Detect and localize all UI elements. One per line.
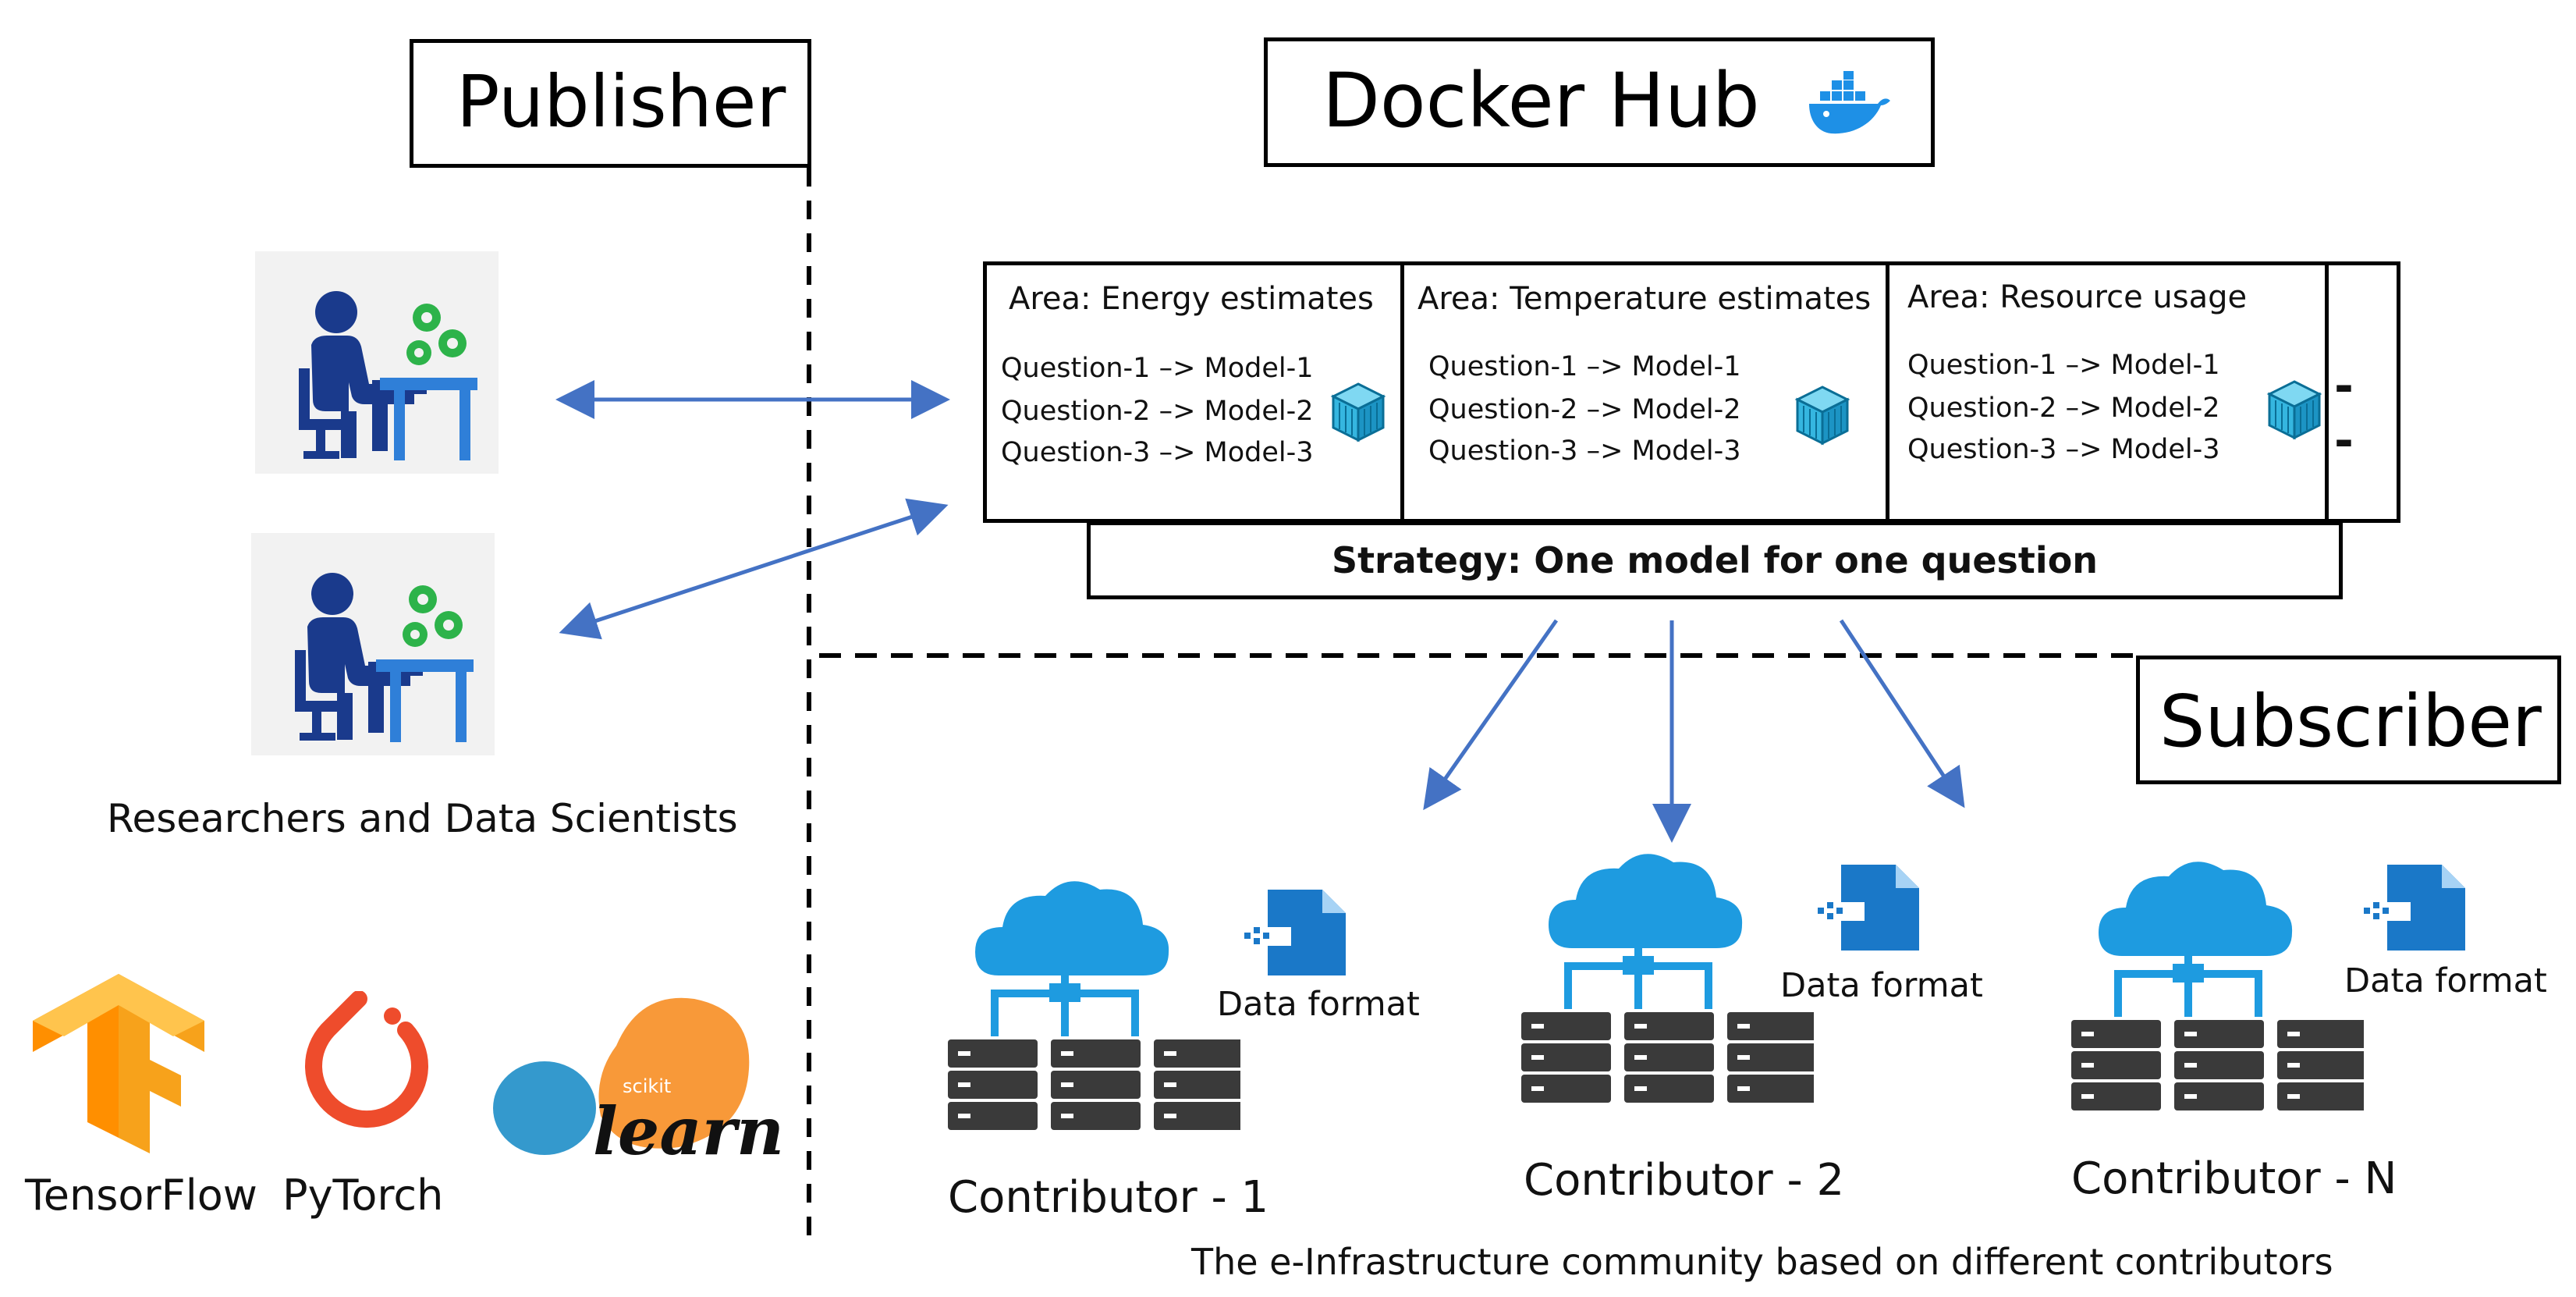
area-divider [1400, 265, 1404, 519]
person-at-desk-icon [295, 573, 474, 742]
publisher-title: Publisher [456, 60, 786, 144]
area-divider [2325, 265, 2329, 519]
researcher-icon [251, 533, 495, 755]
pytorch-logo-icon [305, 991, 428, 1128]
question-model-line: Question-2 –> Model-2 [1907, 393, 2220, 424]
arrow-researcher2-hub [559, 498, 949, 640]
container-cube-icon [1794, 386, 1850, 446]
area-title: Area: Energy estimates [1009, 281, 1374, 317]
docker-whale-icon [1809, 71, 1890, 134]
tensorflow-logo-icon [33, 974, 204, 1153]
subscriber-title: Subscriber [2159, 680, 2542, 763]
question-model-line: Question-1 –> Model-1 [1428, 351, 1741, 382]
area-title: Area: Temperature estimates [1418, 281, 1872, 317]
person-at-desk-icon [299, 291, 477, 460]
subscriber-title-box: Subscriber [2136, 656, 2561, 784]
contributor-name: Contributor - 1 [948, 1172, 1269, 1223]
arrow-hub-contributor1 [1423, 619, 1559, 811]
cloud-server-network-icon [948, 881, 1240, 1130]
pytorch-label: PyTorch [282, 1171, 444, 1220]
question-model-line: Question-2 –> Model-2 [1001, 396, 1314, 427]
question-model-line: Question-2 –> Model-2 [1428, 394, 1741, 425]
strategy-bar: Strategy: One model for one question [1087, 521, 2343, 599]
researcher-icon [255, 251, 499, 474]
data-file-icon [1818, 865, 1919, 951]
data-format-label: Data format [1780, 966, 1983, 1005]
cloud-server-network-icon [1521, 854, 1814, 1103]
sklearn-logo-icon [493, 997, 750, 1155]
question-model-line: Question-3 –> Model-3 [1907, 434, 2220, 465]
publisher-title-box: Publisher [410, 39, 811, 168]
question-model-line: Question-1 –> Model-1 [1001, 353, 1314, 384]
data-file-icon [2364, 865, 2465, 951]
tensorflow-label: TensorFlow [25, 1171, 257, 1220]
contributor-cluster-2 [1517, 839, 1814, 1135]
container-cube-icon [2266, 380, 2322, 440]
hub-repository-table: Area: Energy estimates Question-1 –> Mod… [983, 261, 2400, 523]
question-model-line: Question-3 –> Model-3 [1428, 435, 1741, 467]
sklearn-learn-text: learn [593, 1093, 785, 1170]
contributor-name: Contributor - N [2071, 1153, 2397, 1204]
contributor-name: Contributor - 2 [1524, 1155, 1845, 1206]
area-title: Area: Resource usage [1907, 279, 2248, 315]
researchers-label: Researchers and Data Scientists [107, 796, 738, 841]
area-divider [1886, 265, 1889, 519]
container-cube-icon [1330, 382, 1386, 442]
data-format-label: Data format [2344, 961, 2547, 1000]
contributor-cluster-1 [944, 866, 1240, 1163]
arrow-hub-contributorN [1839, 619, 1965, 808]
more-areas-indicator: - - [2334, 359, 2357, 468]
data-format-label: Data format [1217, 985, 1420, 1024]
cloud-server-network-icon [2071, 862, 2364, 1110]
docker-hub-title: Docker Hub [1322, 57, 1760, 144]
data-file-icon [1244, 890, 1346, 975]
community-caption: The e-Infrastructure community based on … [1191, 1241, 2333, 1283]
docker-hub-title-box: Docker Hub [1264, 37, 1935, 167]
question-model-line: Question-3 –> Model-3 [1001, 437, 1314, 468]
sklearn-scikit-text: scikit [623, 1075, 672, 1097]
contributor-cluster-n [2067, 847, 2364, 1143]
strategy-label: Strategy: One model for one question [1331, 539, 2099, 581]
question-model-line: Question-1 –> Model-1 [1907, 350, 2220, 381]
